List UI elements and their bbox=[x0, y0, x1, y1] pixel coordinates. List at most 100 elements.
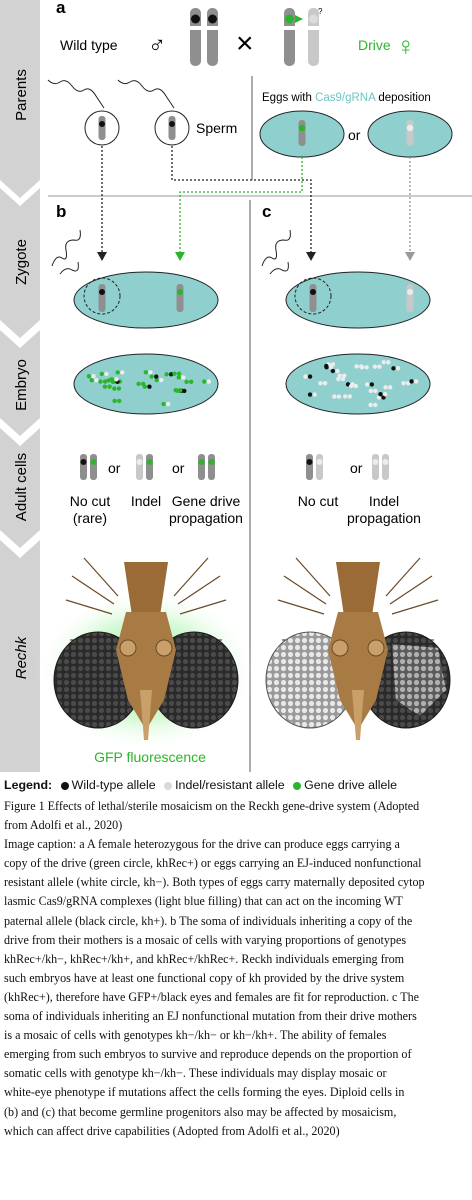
sidebar-adult-block bbox=[0, 428, 40, 548]
legend-gene-drive: Gene drive allele bbox=[304, 778, 398, 792]
caption-line: Figure 1 Effects of lethal/sterile mosai… bbox=[4, 799, 420, 813]
eggs-label: Eggs with Cas9/gRNA deposition bbox=[262, 92, 431, 104]
caption-line: khRec+/kh−, khRec+/kh+, and khRec+/khRec… bbox=[4, 951, 405, 966]
embryo-cell-allele bbox=[322, 380, 328, 386]
embryo-cell-allele bbox=[154, 374, 159, 379]
caption-line: paternal allele (black circle, kh+). b T… bbox=[4, 913, 413, 928]
embryo-cell-allele bbox=[409, 379, 414, 384]
embryo-cell-allele bbox=[102, 384, 108, 389]
wild-type-chromosomes bbox=[190, 8, 218, 66]
embryo-cell-allele bbox=[330, 368, 336, 374]
legend-dot-wild-type bbox=[60, 781, 69, 790]
embryo-cell-allele bbox=[136, 381, 141, 387]
embryo-cell-allele bbox=[340, 376, 346, 382]
embryo-c bbox=[285, 353, 431, 415]
embryo-b-cells bbox=[86, 370, 212, 407]
side-label-adult-cells: Adult cells bbox=[13, 453, 30, 521]
embryo-cell-allele bbox=[336, 376, 341, 382]
figure-caption: Figure 1 Effects of lethal/sterile mosai… bbox=[4, 797, 470, 1141]
embryo-cell-allele bbox=[342, 373, 347, 378]
adult-b-or-2: or bbox=[172, 460, 185, 476]
genotype-gene-drive bbox=[198, 454, 215, 480]
embryo-cell-allele bbox=[189, 379, 194, 385]
embryo-cell-allele bbox=[159, 377, 164, 383]
adult-c-label-1a: No cut bbox=[298, 493, 339, 509]
embryo-cell-allele bbox=[112, 398, 117, 404]
side-label-parents: Parents bbox=[13, 69, 30, 121]
embryo-cell-allele bbox=[115, 370, 120, 375]
embryo-cell-allele bbox=[164, 372, 169, 377]
embryo-cell-allele bbox=[94, 377, 99, 383]
caption-line: resistant allele (white circle, kh−). Bo… bbox=[4, 875, 425, 890]
embryo-cell-allele bbox=[365, 382, 370, 387]
embryo-cell-allele bbox=[307, 392, 313, 397]
cross-symbol: × bbox=[236, 27, 254, 60]
embryo-cell-allele bbox=[116, 386, 122, 391]
embryo-cell-allele bbox=[178, 387, 183, 393]
caption-line: copy of the drive (green circle, khRec+)… bbox=[4, 856, 422, 871]
genotype-indel bbox=[136, 454, 153, 480]
embryo-cell-allele bbox=[181, 375, 186, 380]
caption-line: such embryos have at least one functiona… bbox=[4, 970, 405, 985]
adult-b-label-3a: Gene drive bbox=[172, 493, 241, 509]
caption-line: which can affect drive capabilities (Ado… bbox=[4, 1123, 340, 1138]
caption-line: (b) and (c) that become germline progeni… bbox=[4, 1104, 397, 1119]
panel-label-a: a bbox=[56, 0, 66, 17]
legend-indel: Indel/resistant allele bbox=[175, 778, 285, 792]
embryo-cell-allele bbox=[140, 381, 146, 387]
adult-c-or: or bbox=[350, 460, 363, 476]
genotype-indel-c bbox=[372, 454, 389, 480]
panel-label-b: b bbox=[56, 202, 66, 221]
embryo-b bbox=[73, 353, 219, 415]
embryo-cell-allele bbox=[383, 385, 388, 390]
legend-wild-type: Wild-type allele bbox=[71, 778, 156, 792]
egg-drive bbox=[259, 110, 345, 158]
embryo-cell-allele bbox=[324, 365, 329, 370]
mosquito-head-b: GFP fluorescence bbox=[36, 557, 256, 765]
legend-dot-gene-drive bbox=[293, 781, 302, 790]
drive-label: Drive bbox=[358, 37, 391, 53]
embryo-cell-allele bbox=[173, 387, 178, 393]
genotype-no-cut-c bbox=[306, 454, 323, 480]
caption-line: Image caption: a A female heterozygous f… bbox=[4, 837, 400, 852]
embryo-cell-allele bbox=[382, 391, 388, 397]
embryo-cell-allele bbox=[161, 401, 166, 407]
embryo-cell-allele bbox=[91, 374, 96, 379]
embryo-cell-allele bbox=[149, 374, 154, 379]
embryo-cell-allele bbox=[369, 382, 375, 387]
zygote-b bbox=[51, 229, 219, 329]
embryo-cell-allele bbox=[114, 377, 119, 382]
genotype-no-cut bbox=[80, 454, 97, 480]
embryo-cell-allele bbox=[413, 379, 419, 384]
drive-chromosomes: ? bbox=[284, 7, 323, 66]
mosquito-head-c bbox=[265, 557, 451, 740]
embryo-cell-allele bbox=[405, 380, 411, 386]
eggs-cas-label: Cas9/gRNA bbox=[315, 92, 376, 104]
embryo-cell-allele bbox=[368, 402, 373, 408]
embryo-cell-allele bbox=[318, 380, 323, 386]
embryo-cell-allele bbox=[381, 360, 386, 365]
embryo-cell-allele bbox=[378, 391, 383, 397]
legend: Legend: Wild-type allele Indel/resistant… bbox=[4, 778, 472, 792]
adult-b-label-3b: propagation bbox=[169, 510, 243, 526]
embryo-cell-allele bbox=[391, 366, 396, 371]
embryo-cell-allele bbox=[386, 360, 391, 365]
caption-line: emerging from such embryos to survive an… bbox=[4, 1047, 412, 1062]
embryo-cell-allele bbox=[154, 377, 159, 383]
embryo-cell-allele bbox=[395, 366, 401, 371]
figure: Parents Zygote Embryo Adult cells Rechk … bbox=[0, 0, 472, 772]
adult-cells-b: or or No cut (rare) Indel Gene drive pro… bbox=[70, 454, 243, 526]
embryo-cell-allele bbox=[172, 371, 177, 376]
sperm-wild-type-2 bbox=[117, 79, 190, 146]
embryo-cell-allele bbox=[102, 379, 108, 384]
legend-dot-indel bbox=[164, 781, 173, 790]
embryo-cell-allele bbox=[342, 394, 348, 399]
legend-title: Legend: bbox=[4, 778, 53, 792]
egg-indel bbox=[367, 110, 453, 158]
embryo-cell-allele bbox=[98, 379, 103, 384]
embryo-cell-allele bbox=[120, 370, 125, 375]
embryo-cell-allele bbox=[354, 364, 359, 369]
sidebar: Parents Zygote Embryo Adult cells Rechk bbox=[0, 0, 40, 772]
caption-line: white-eye phenotype if mutations affect … bbox=[4, 1085, 405, 1100]
sperm-label: Sperm bbox=[196, 120, 237, 136]
